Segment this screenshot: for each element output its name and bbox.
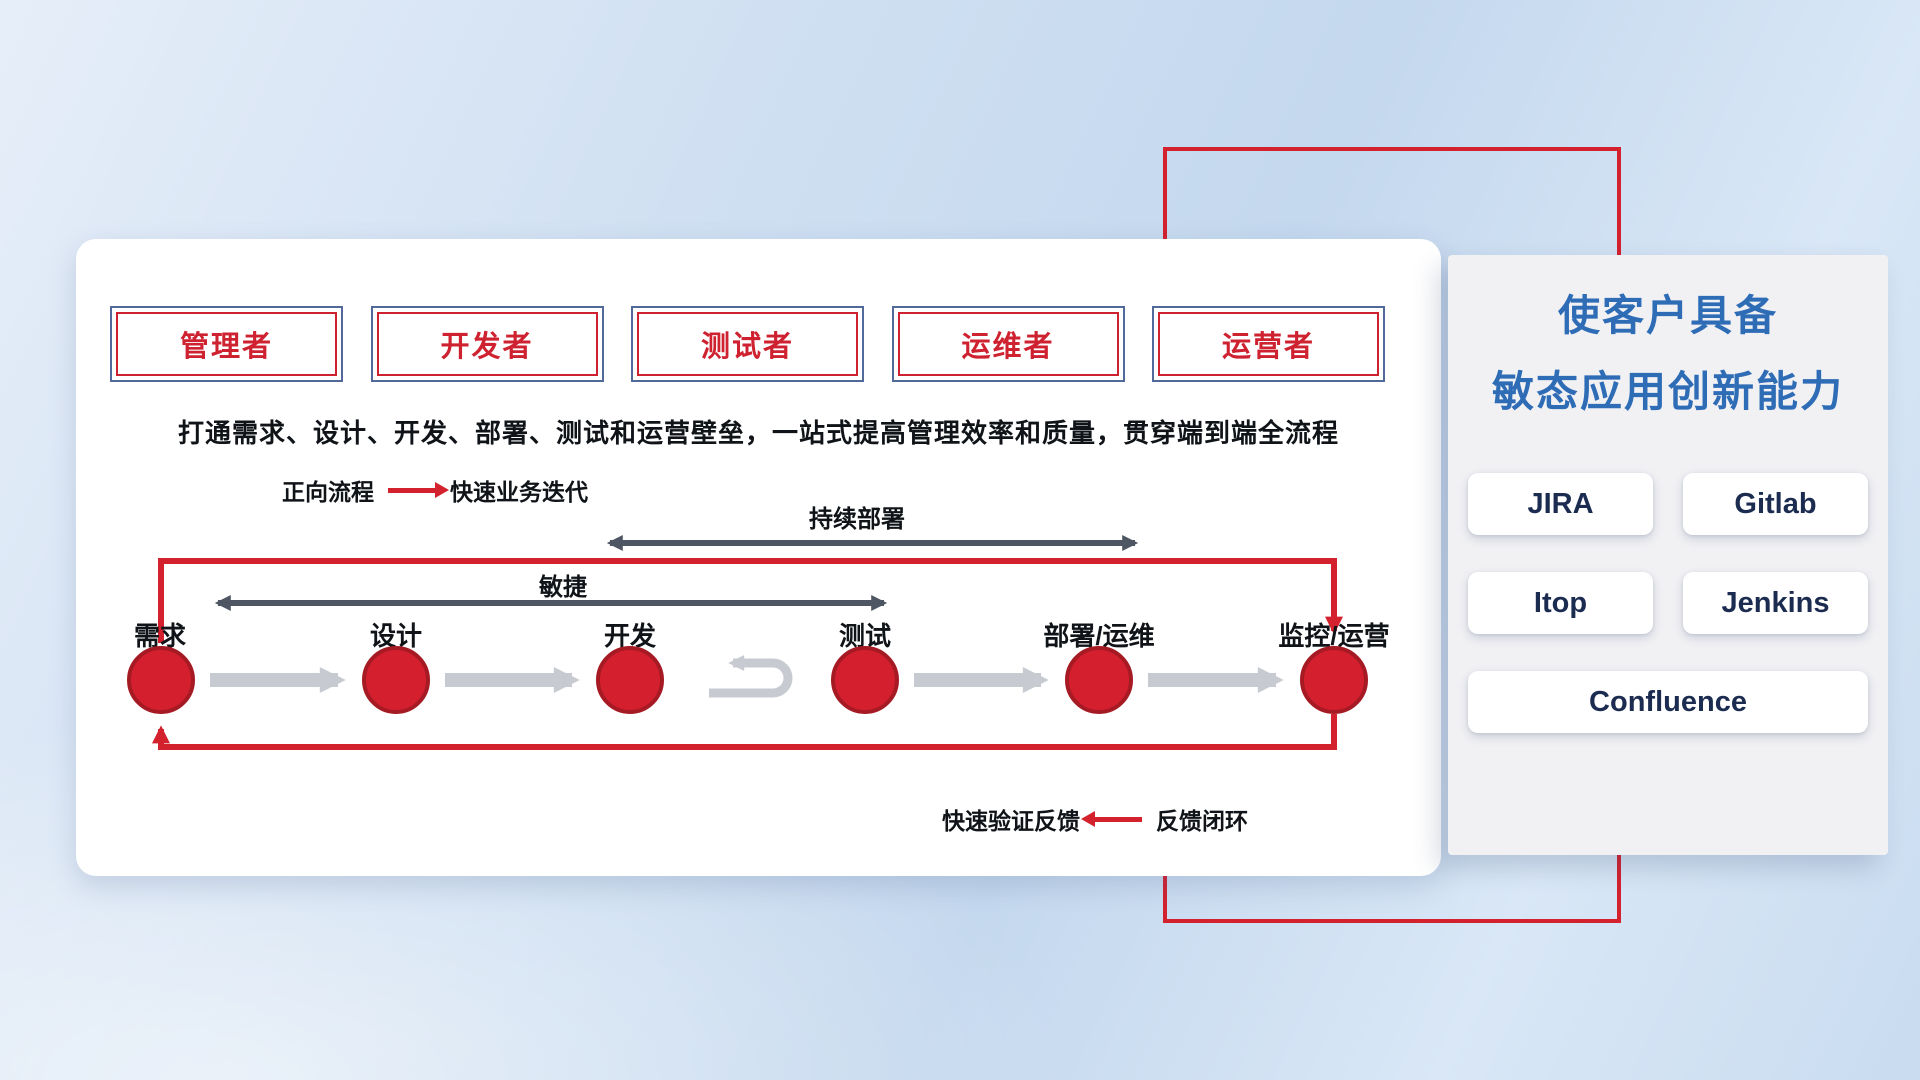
stage-node-design [362,646,430,714]
panel-title-line1: 使客户具备 [1557,292,1778,339]
tool-gitlab: Gitlab [1683,473,1868,535]
devops-flow-card: 管理者 开发者 测试者 运维者 运营者 打通需求、设计、开发、部署、测试和运营壁… [76,239,1441,876]
iteration-loop-icon [709,655,793,698]
legend-forward-label: 正向流程 [282,479,374,505]
panel-title-line2: 敏态应用创新能力 [1491,368,1844,415]
role-box-operator: 运营者 [1152,306,1385,382]
stage-node-development [596,646,664,714]
feedback-loop-line [152,714,1337,750]
legend-feedback-desc: 快速验证反馈 [942,808,1080,834]
legend-feedback: 快速验证反馈 反馈闭环 [942,802,1248,836]
role-box-ops: 运维者 [891,306,1125,382]
role-label-ops: 运维者 [897,312,1119,376]
role-label-tester: 测试者 [637,312,858,376]
forward-arrow-icon [388,481,449,498]
forward-loop-line [158,558,1343,643]
stage-node-testing [831,646,899,714]
flow-diagram-arrows [152,535,1343,750]
role-box-tester: 测试者 [631,306,864,382]
card-subtitle: 打通需求、设计、开发、部署、测试和运营壁垒，一站式提高管理效率和质量，贯穿端到端… [177,418,1339,448]
role-boxes-row: 管理者 开发者 测试者 运维者 运营者 [110,306,1385,382]
stage-node-requirements [127,646,195,714]
tools-grid: JIRA Gitlab Itop Jenkins Confluence [1448,473,1888,733]
capability-panel: 使客户具备 敏态应用创新能力 JIRA Gitlab Itop Jenkins … [1448,255,1888,855]
legend-forward: 正向流程 快速业务迭代 [282,473,588,507]
role-label-operator: 运营者 [1158,312,1379,376]
role-box-developer: 开发者 [370,306,604,382]
role-box-manager: 管理者 [110,306,343,382]
stage-node-deploy-ops [1065,646,1133,714]
legend-feedback-label: 反馈闭环 [1156,808,1248,834]
agile-arrow-label: 敏捷 [539,574,587,601]
legend-forward-desc: 快速业务迭代 [450,479,588,505]
stage-node-monitor-ops [1300,646,1368,714]
role-label-developer: 开发者 [376,312,598,376]
tool-jenkins: Jenkins [1683,572,1868,634]
tool-itop: Itop [1468,572,1653,634]
tool-confluence: Confluence [1468,671,1868,733]
role-label-manager: 管理者 [116,312,337,376]
cd-arrow-label: 持续部署 [809,506,905,533]
tool-jira: JIRA [1468,473,1653,535]
feedback-arrow-icon [1081,810,1142,827]
